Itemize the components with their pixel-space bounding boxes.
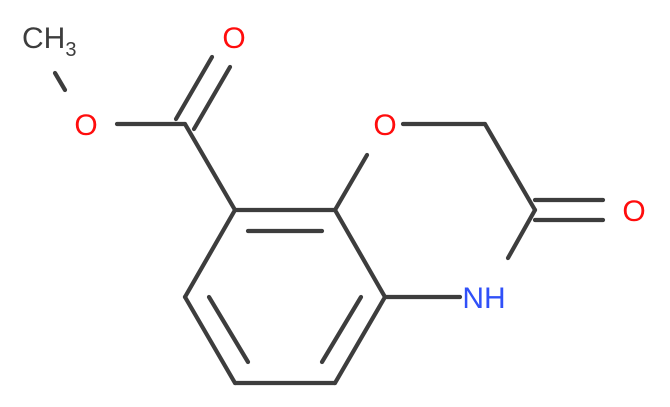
methyl-subscript: 3 <box>65 39 76 61</box>
bond-o-methyl <box>52 70 68 93</box>
bond-c6-c7-inner <box>206 294 251 365</box>
bonds <box>52 54 606 386</box>
atom-labels: CH3 O O O O NH <box>22 22 646 315</box>
bond-c8a-o1 <box>332 152 370 213</box>
ring-oxygen-label: O <box>373 109 396 142</box>
bond-c6-c7 <box>182 294 238 386</box>
ester-oxygen-double-label: O <box>222 22 245 55</box>
bond-c4a-c5 <box>332 294 388 386</box>
bond-carbonyl-o-double <box>173 54 215 122</box>
bond-c3-n4 <box>505 207 538 261</box>
ester-oxygen-single-label: O <box>74 109 97 142</box>
methyl-label: CH3 <box>22 22 76 61</box>
bond-c2-c3 <box>482 121 538 213</box>
bond-c8-c-carbonyl <box>182 121 238 213</box>
bond-c8a-c4a <box>332 207 388 300</box>
amide-nh-label: NH <box>462 282 505 315</box>
ketone-oxygen-label: O <box>622 195 645 228</box>
bond-carbonyl-o-double-2 <box>191 64 233 132</box>
methyl-c-text: CH <box>22 22 65 55</box>
bond-c7-c8 <box>182 207 238 300</box>
bond-c4a-c5-inner <box>319 294 364 365</box>
